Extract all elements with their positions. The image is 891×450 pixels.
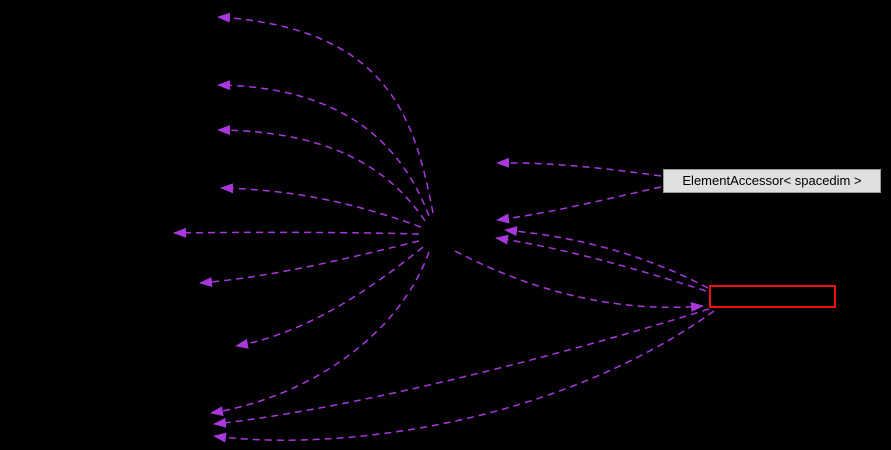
dependency-edge — [217, 125, 426, 222]
dependency-edge — [173, 227, 420, 238]
dependency-edge — [213, 310, 715, 443]
node-element-accessor[interactable]: ElementAccessor< spacedim > — [663, 169, 881, 193]
dependency-edge — [217, 80, 430, 217]
dependency-edge — [496, 157, 662, 177]
dependency-edge — [495, 234, 707, 292]
node-element-accessor-label: ElementAccessor< spacedim > — [682, 173, 862, 188]
dependency-edge — [496, 186, 662, 224]
node-highlighted[interactable] — [709, 285, 836, 308]
dependency-edge — [210, 251, 430, 417]
dependency-edge — [504, 226, 709, 289]
dependency-edge — [217, 12, 434, 214]
dependency-edge — [220, 183, 422, 228]
dependency-edge — [454, 250, 704, 312]
dependency-edge — [213, 308, 710, 428]
dependency-edge — [235, 246, 424, 349]
dependency-edge — [199, 240, 420, 287]
